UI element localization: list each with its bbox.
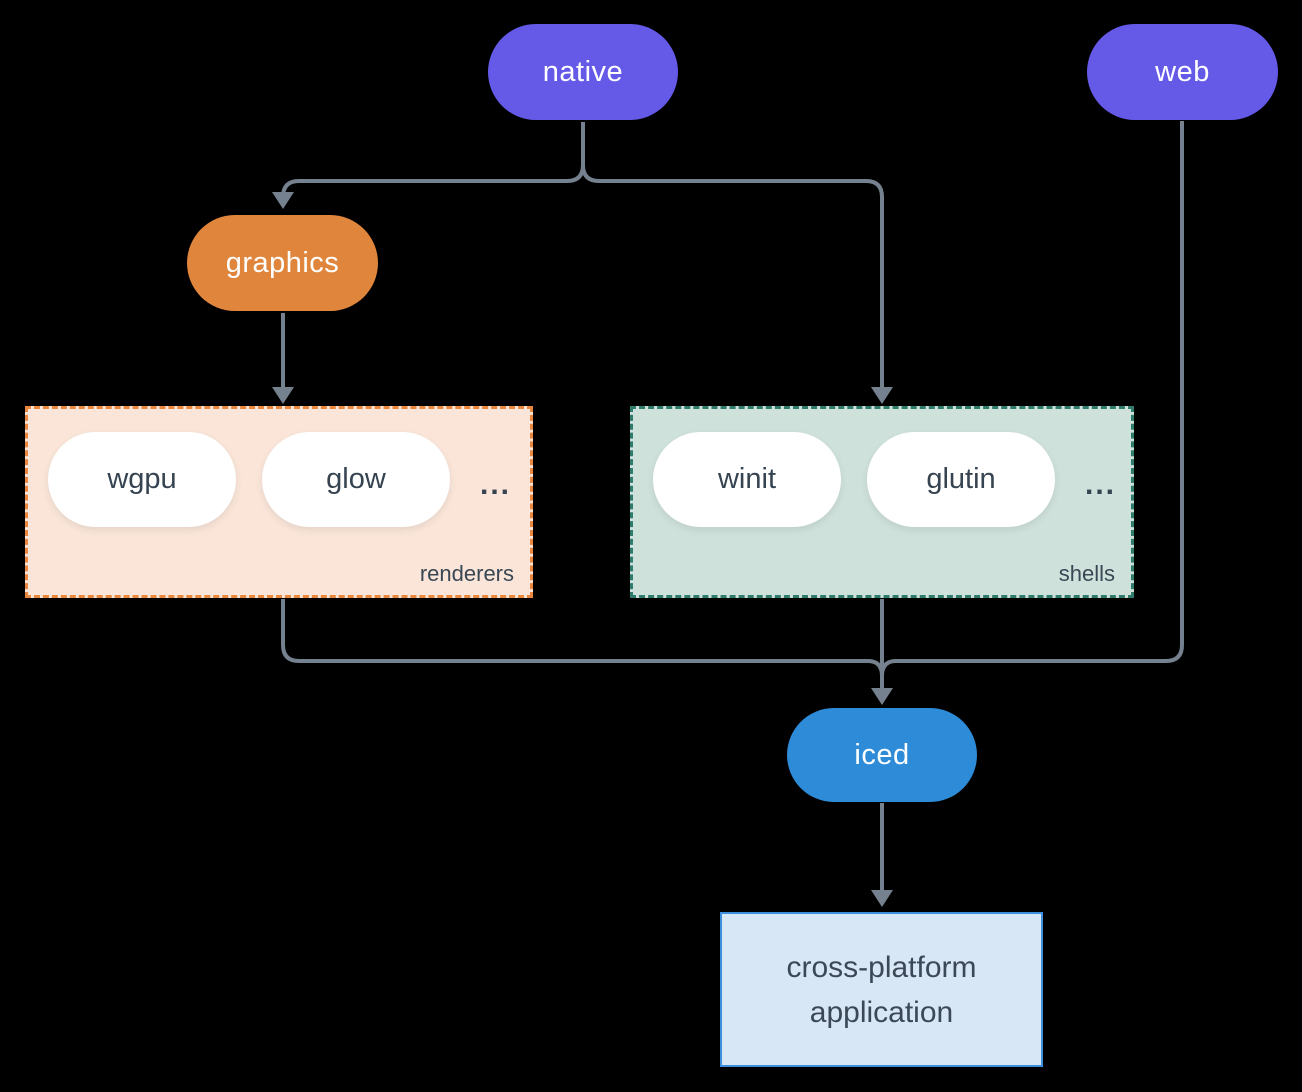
renderers-pill-row: wgpu glow ... bbox=[48, 432, 511, 527]
arrowhead-down-icon bbox=[871, 890, 893, 907]
node-glutin: glutin bbox=[867, 432, 1055, 527]
node-graphics: graphics bbox=[187, 215, 378, 311]
group-label-renderers: renderers bbox=[419, 561, 514, 586]
arrowhead-down-icon bbox=[272, 387, 294, 404]
application-label: cross-platform application bbox=[786, 950, 977, 1029]
group-renderers: wgpu glow ... renderers bbox=[25, 406, 533, 598]
arrowhead-down-icon bbox=[871, 387, 893, 404]
edge-native-shells bbox=[581, 164, 884, 390]
renderers-ellipsis: ... bbox=[480, 467, 512, 501]
node-wgpu: wgpu bbox=[48, 432, 236, 527]
arrowhead-down-icon bbox=[272, 192, 294, 209]
edge-native-graphics bbox=[281, 164, 585, 198]
shells-pill-row: winit glutin ... bbox=[653, 432, 1116, 527]
arrowhead-down-icon bbox=[871, 688, 893, 705]
group-label-shells: shells bbox=[1058, 561, 1115, 586]
edge-renderers-iced bbox=[281, 599, 884, 677]
shells-ellipsis: ... bbox=[1085, 467, 1117, 501]
node-cross-platform-application: cross-platform application bbox=[720, 912, 1043, 1067]
node-glow: glow bbox=[262, 432, 450, 527]
node-web: web bbox=[1087, 24, 1278, 120]
node-iced: iced bbox=[787, 708, 977, 802]
node-native: native bbox=[488, 24, 678, 120]
node-winit: winit bbox=[653, 432, 841, 527]
group-shells: winit glutin ... shells bbox=[630, 406, 1134, 598]
